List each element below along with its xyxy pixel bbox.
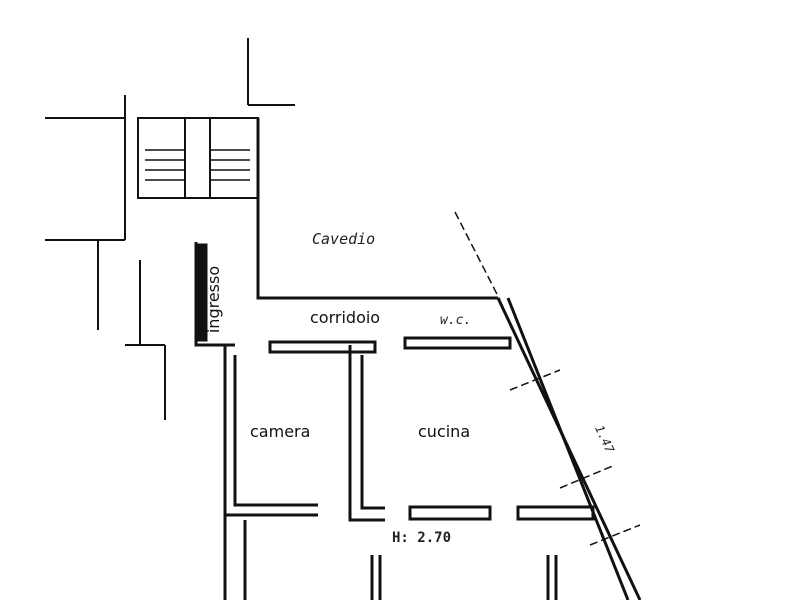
camera-label: camera bbox=[250, 422, 311, 441]
ceiling-height-label: H: 2.70 bbox=[392, 530, 452, 546]
wc-label: w.c. bbox=[440, 313, 472, 328]
corridoio-label: corridoio bbox=[310, 308, 381, 327]
cucina-label: cucina bbox=[418, 422, 471, 441]
ingresso-label: ingresso bbox=[204, 265, 224, 334]
dimension-lines bbox=[454, 211, 641, 546]
staircase bbox=[137, 117, 259, 199]
exterior-lines bbox=[45, 38, 295, 420]
cavedio-label: Cavedio bbox=[312, 230, 376, 248]
walls bbox=[194, 118, 642, 600]
